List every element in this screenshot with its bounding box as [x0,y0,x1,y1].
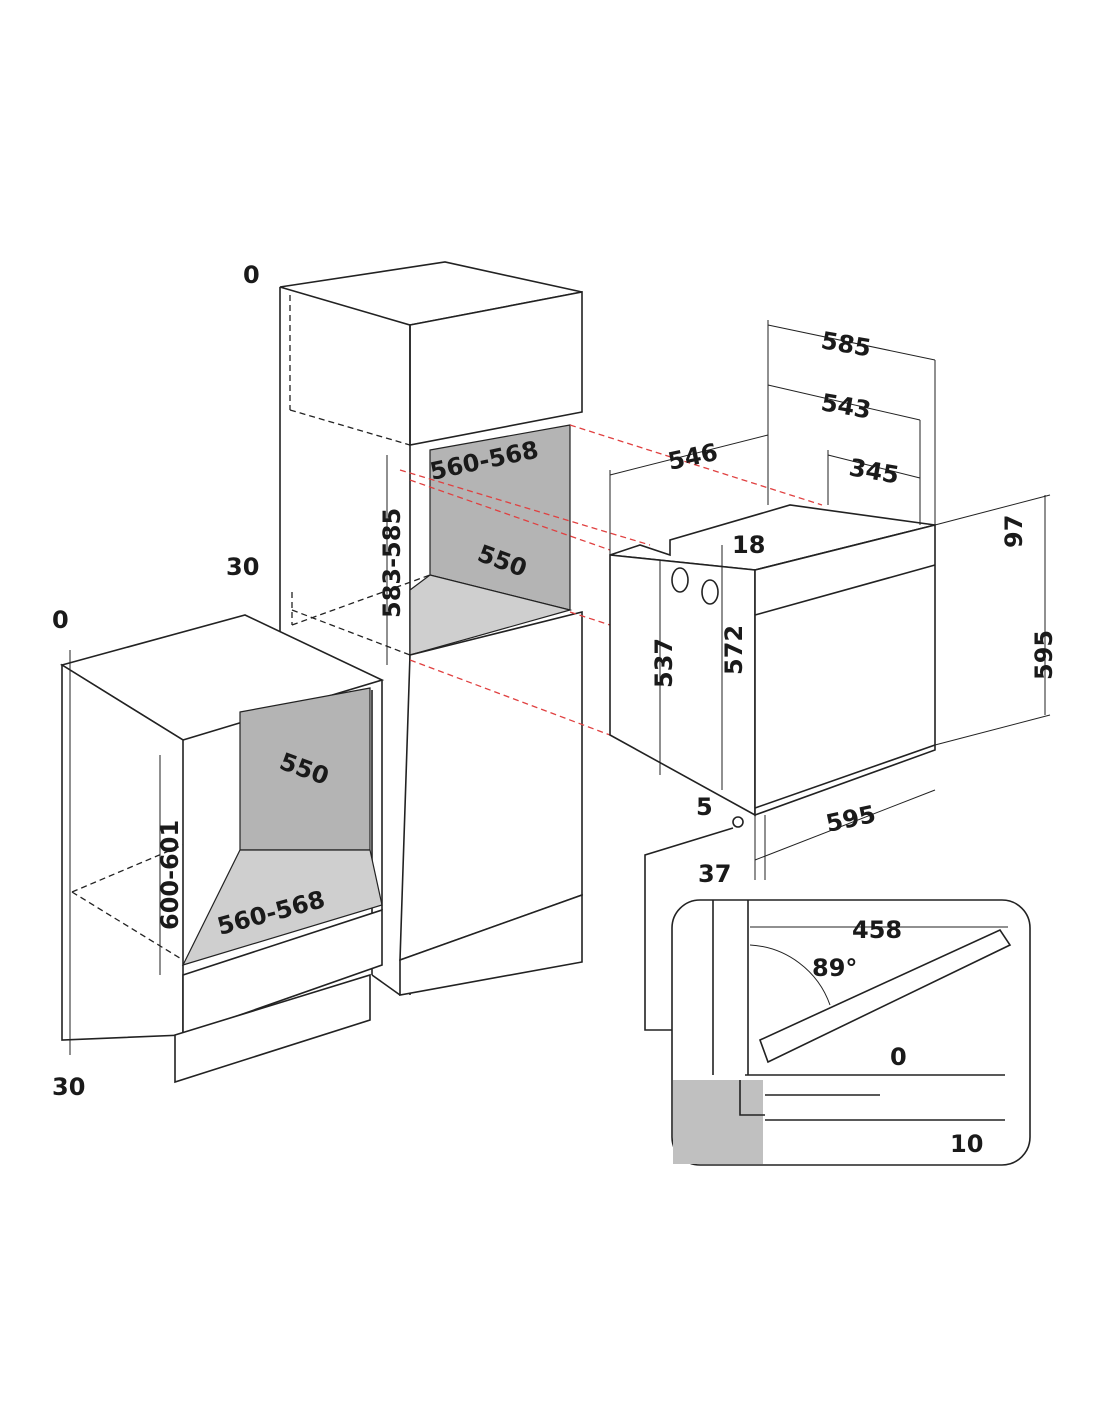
base-bottom-gap-label: 30 [52,1073,85,1101]
alignment-guides [399,424,823,736]
oven-panel-height-label: 97 [1000,515,1028,548]
door-detail [644,827,1031,1166]
oven-front-width-label: 595 [823,800,878,838]
clearance-top-label: 0 [890,1043,907,1071]
oven-side-height-label: 537 [650,638,678,688]
oven-gap-label: 5 [696,793,713,821]
oven-depth-total-label: 585 [819,326,873,362]
base-cabinet [60,614,385,1084]
oven-door-thickness-label: 37 [698,860,731,888]
tall-top-gap-label: 0 [243,261,260,289]
oven-front-height-label: 595 [1030,630,1058,680]
oven-depth-side-label: 546 [665,438,720,476]
oven-body-height-label: 572 [720,625,748,675]
base-niche-height-label: 600-601 [156,820,184,930]
base-top-gap-label: 0 [52,606,69,634]
oven-panel-offset-label: 18 [732,531,765,559]
oven [609,320,1051,880]
clearance-bottom-label: 10 [950,1130,983,1158]
oven-depth-body-label: 543 [819,388,873,424]
door-angle-label: 89° [812,954,857,982]
tall-niche-height-label: 583-585 [378,508,406,618]
tall-cabinet [279,261,583,996]
door-length-label: 458 [852,916,902,944]
tall-side-gap-label: 30 [226,553,259,581]
oven-depth-top-label: 345 [847,453,901,489]
